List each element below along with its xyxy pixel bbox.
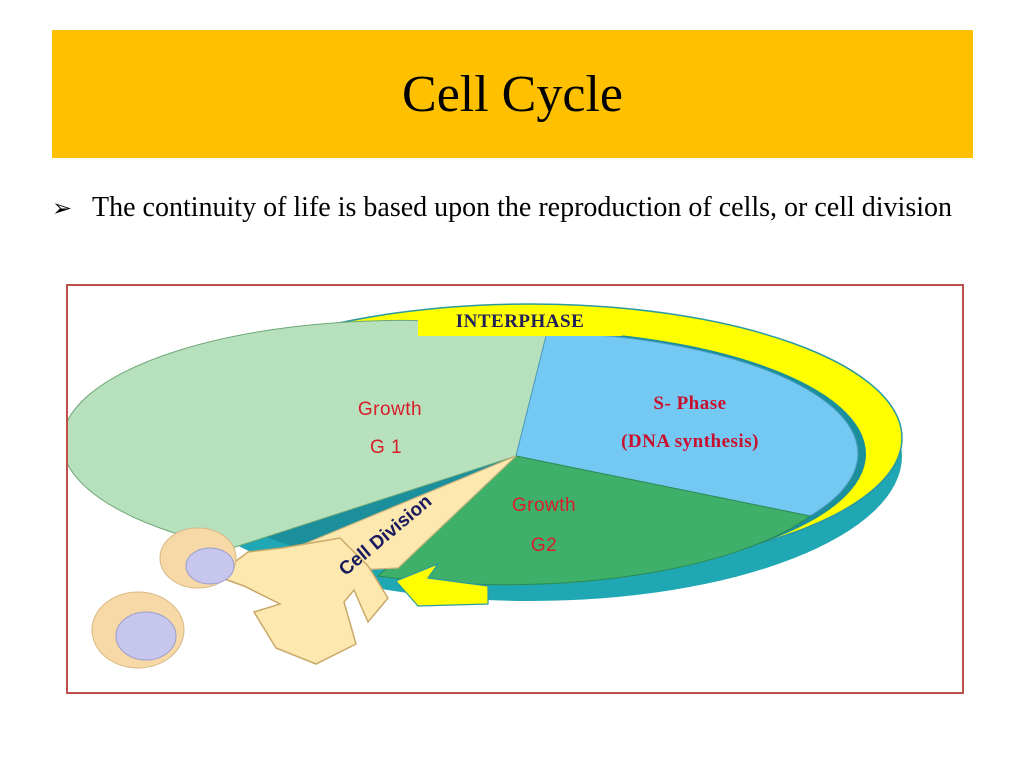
cell-cycle-diagram: INTERPHASE Growth G 1 S- Phase (DNA synt… — [66, 284, 964, 694]
interphase-band — [418, 312, 622, 336]
s-phase-label-line2: (DNA synthesis) — [621, 431, 759, 452]
title-bar: Cell Cycle — [52, 30, 973, 158]
s-phase-label-line1: S- Phase — [653, 393, 727, 414]
segment-g1 — [68, 319, 548, 549]
cell-cycle-illustration — [68, 303, 903, 669]
g1-label-line1: Growth — [357, 399, 423, 420]
bullet-point: ➢ The continuity of life is based upon t… — [52, 190, 982, 226]
nucleus-upper — [185, 547, 235, 585]
slide-title: Cell Cycle — [402, 65, 623, 123]
nucleus-lower — [115, 611, 177, 661]
interphase-label: INTERPHASE — [455, 311, 585, 332]
cell-division-arrow — [214, 537, 389, 665]
segment-s — [515, 331, 859, 517]
arrow-bullet-icon: ➢ — [52, 194, 73, 222]
g2-label-line2: G2 — [530, 535, 558, 556]
bullet-text: The continuity of life is based upon the… — [92, 192, 953, 223]
g1-label-line2: G 1 — [369, 437, 403, 458]
ring-arrow-tip — [394, 562, 489, 607]
g2-label-line1: Growth — [511, 495, 577, 516]
